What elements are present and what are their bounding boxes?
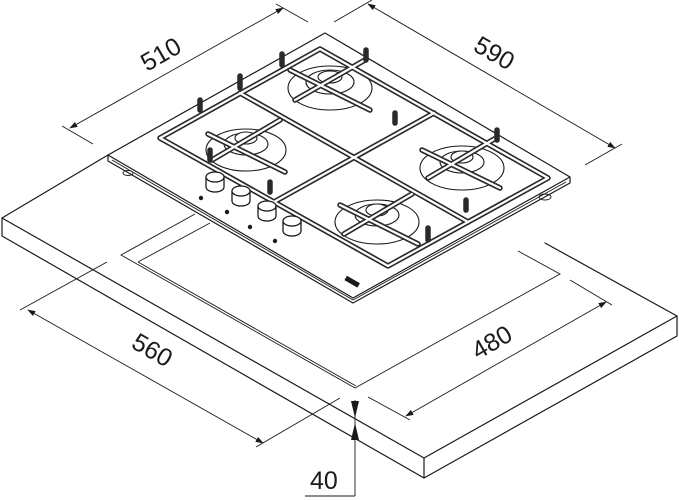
dimension-cutout-width: 560 (19, 261, 341, 448)
cutout-depth-label: 480 (467, 320, 517, 365)
dimension-worktop-thickness: 40 (305, 400, 359, 497)
worktop-thickness-label: 40 (310, 467, 338, 495)
hob-width-label: 590 (469, 31, 519, 76)
knob-1 (198, 171, 225, 201)
knob-4 (272, 215, 302, 244)
cutout-width-label: 560 (127, 328, 177, 373)
brand-badge (344, 275, 360, 288)
knob-2 (224, 185, 251, 215)
knob-3 (247, 200, 277, 230)
dimension-cutout-depth: 480 (367, 279, 613, 421)
hob-depth-label: 510 (136, 32, 186, 77)
worktop (1, 154, 678, 479)
control-knobs (198, 171, 302, 244)
